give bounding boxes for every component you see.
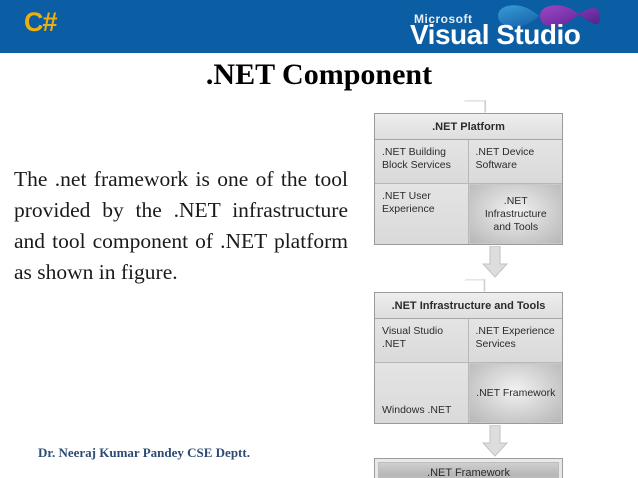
diagram-cell: .NET Experience Services bbox=[468, 319, 562, 363]
box-cell-grid: Visual Studio .NET .NET Experience Servi… bbox=[375, 319, 562, 423]
visual-studio-wordmark: Visual Studio bbox=[410, 19, 581, 50]
microsoft-wordmark: Microsoft bbox=[414, 12, 473, 26]
diagram-box-net-framework: .NET Framework bbox=[374, 458, 563, 478]
down-arrow-icon bbox=[482, 425, 508, 457]
net-platform-diagram: .NET Platform .NET Building Block Servic… bbox=[374, 100, 586, 478]
visual-studio-infinity-icon bbox=[498, 5, 600, 27]
arrow-connector-2 bbox=[374, 424, 576, 458]
box-header-label: .NET Platform bbox=[375, 114, 562, 140]
net-framework-label: .NET Framework bbox=[378, 462, 559, 478]
box-body: .NET Platform .NET Building Block Servic… bbox=[374, 113, 563, 245]
diagram-box-net-platform: .NET Platform .NET Building Block Servic… bbox=[374, 100, 576, 245]
slide-header-band: C# Microsoft bbox=[0, 0, 638, 53]
page-title: .NET Component bbox=[205, 58, 433, 91]
slide-body-text: The .net framework is one of the tool pr… bbox=[14, 167, 348, 284]
diagram-cell: .NET Device Software bbox=[468, 140, 562, 184]
diagram-cell-highlighted: .NET Framework bbox=[468, 363, 562, 423]
diagram-cell-highlighted: .NET Infrastructure and Tools bbox=[468, 184, 562, 244]
box-body: .NET Infrastructure and Tools Visual Stu… bbox=[374, 292, 563, 424]
diagram-cell: .NET Building Block Services bbox=[375, 140, 469, 184]
diagram-cell: Windows .NET bbox=[375, 363, 469, 423]
diagram-cell: Visual Studio .NET bbox=[375, 319, 469, 363]
box-header-label: .NET Infrastructure and Tools bbox=[375, 293, 562, 319]
visual-studio-logo: Microsoft Visual Studio bbox=[396, 0, 638, 51]
footer-credit: Dr. Neeraj Kumar Pandey CSE Deptt. bbox=[38, 445, 250, 460]
down-arrow-icon bbox=[482, 246, 508, 278]
csharp-logo: C# bbox=[24, 7, 58, 37]
box-cell-grid: .NET Building Block Services .NET Device… bbox=[375, 140, 562, 244]
diagram-cell: .NET User Experience bbox=[375, 184, 469, 244]
diagram-box-net-infrastructure-and-tools: .NET Infrastructure and Tools Visual Stu… bbox=[374, 279, 576, 424]
arrow-connector-1 bbox=[374, 245, 576, 279]
